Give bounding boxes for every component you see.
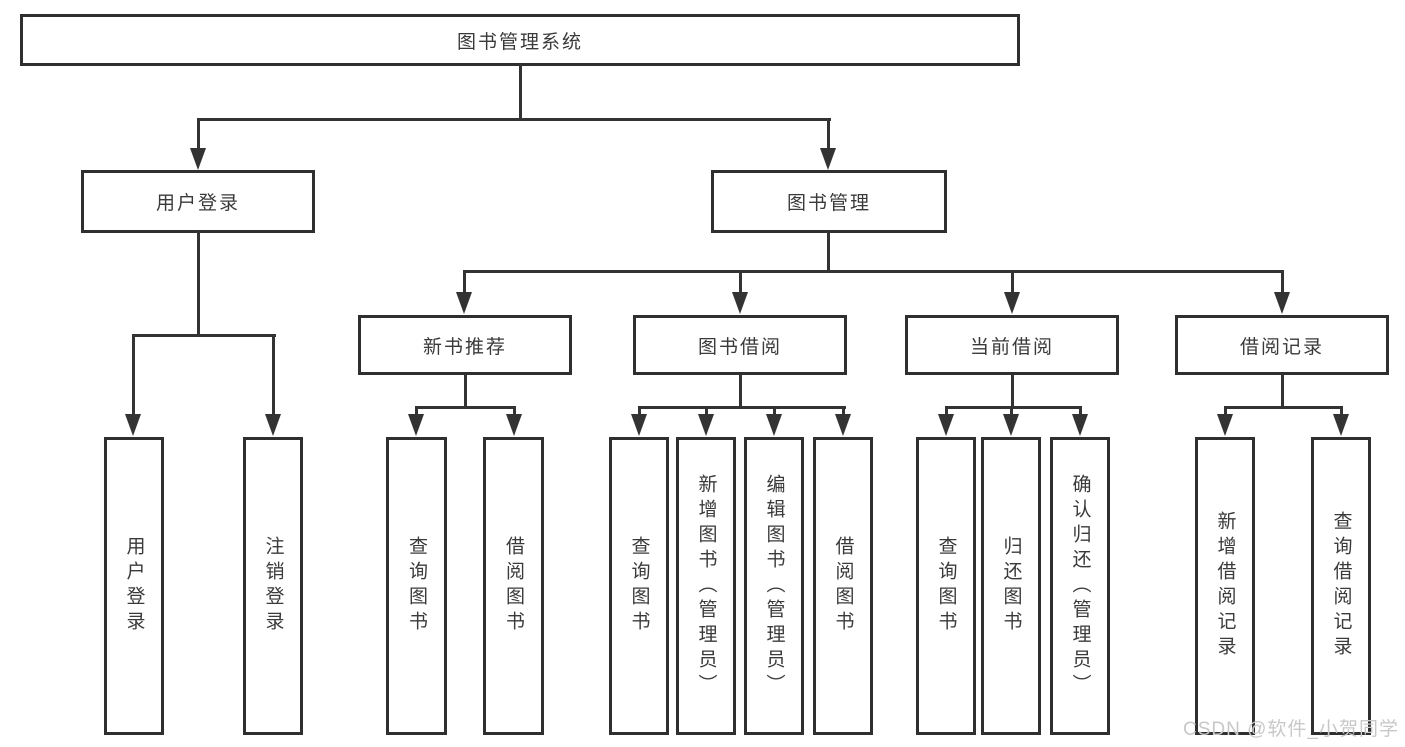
leaf-edit-books-admin: 编辑图书（管理员） — [744, 437, 804, 735]
connector-line — [463, 270, 1284, 273]
connector-line — [464, 375, 467, 409]
connector-line — [1011, 270, 1014, 294]
arrow-down-icon — [631, 414, 647, 436]
connector-line — [415, 406, 516, 409]
connector-line — [197, 231, 200, 337]
connector-line — [132, 334, 135, 416]
arrow-down-icon — [938, 414, 954, 436]
connector-line — [773, 406, 776, 418]
leaf-borrow-books: 借阅图书 — [813, 437, 873, 735]
connector-line — [638, 406, 846, 409]
leaf-user-login: 用户登录 — [104, 437, 164, 735]
arrow-down-icon — [506, 414, 522, 436]
leaf-return-books: 归还图书 — [981, 437, 1041, 735]
connector-line — [842, 406, 845, 418]
connector-line — [1224, 406, 1343, 409]
node-book-management: 图书管理 — [711, 170, 947, 233]
arrow-down-icon — [125, 414, 141, 436]
leaf-query-books-borrowing: 查询图书 — [609, 437, 669, 735]
connector-line — [1281, 375, 1284, 409]
arrow-down-icon — [1003, 414, 1019, 436]
connector-line — [945, 406, 1082, 409]
connector-line — [1224, 406, 1227, 418]
connector-line — [1010, 406, 1013, 418]
connector-line — [827, 231, 830, 273]
watermark: CSDN @软件_小贺同学 — [1183, 719, 1399, 740]
connector-line — [827, 118, 830, 152]
leaf-add-books-admin: 新增图书（管理员） — [676, 437, 736, 735]
leaf-logout: 注销登录 — [243, 437, 303, 735]
leaf-borrow-books-recommend: 借阅图书 — [483, 437, 544, 735]
leaf-query-borrow-record: 查询借阅记录 — [1311, 437, 1371, 735]
arrow-down-icon — [456, 292, 472, 314]
connector-line — [197, 118, 831, 121]
arrow-down-icon — [1274, 292, 1290, 314]
connector-line — [739, 375, 742, 409]
arrow-down-icon — [835, 414, 851, 436]
leaf-add-borrow-record: 新增借阅记录 — [1195, 437, 1255, 735]
connector-line — [197, 118, 200, 152]
arrow-down-icon — [766, 414, 782, 436]
node-current-borrowing: 当前借阅 — [905, 315, 1119, 375]
leaf-confirm-return-admin: 确认归还（管理员） — [1050, 437, 1110, 735]
leaf-query-books-recommend: 查询图书 — [386, 437, 447, 735]
connector-line — [513, 406, 516, 418]
connector-line — [638, 406, 641, 418]
arrow-down-icon — [190, 148, 206, 170]
connector-line — [272, 334, 275, 416]
connector-line — [739, 270, 742, 294]
node-book-borrowing: 图书借阅 — [633, 315, 847, 375]
connector-line — [1079, 406, 1082, 418]
arrow-down-icon — [1004, 292, 1020, 314]
arrow-down-icon — [265, 414, 281, 436]
node-borrowing-records: 借阅记录 — [1175, 315, 1389, 375]
node-library-system: 图书管理系统 — [20, 14, 1020, 66]
leaf-query-books-current: 查询图书 — [916, 437, 976, 735]
connector-line — [1340, 406, 1343, 418]
arrow-down-icon — [1217, 414, 1233, 436]
connector-line — [463, 270, 466, 294]
connector-line — [415, 406, 418, 418]
arrow-down-icon — [408, 414, 424, 436]
arrow-down-icon — [1333, 414, 1349, 436]
connector-line — [132, 334, 276, 337]
connector-line — [945, 406, 948, 418]
connector-line — [519, 64, 522, 121]
connector-line — [705, 406, 708, 418]
arrow-down-icon — [698, 414, 714, 436]
arrow-down-icon — [1072, 414, 1088, 436]
node-new-book-recommend: 新书推荐 — [358, 315, 572, 375]
connector-line — [1281, 270, 1284, 294]
node-user-login: 用户登录 — [81, 170, 315, 233]
connector-line — [1011, 375, 1014, 409]
arrow-down-icon — [820, 148, 836, 170]
arrow-down-icon — [732, 292, 748, 314]
